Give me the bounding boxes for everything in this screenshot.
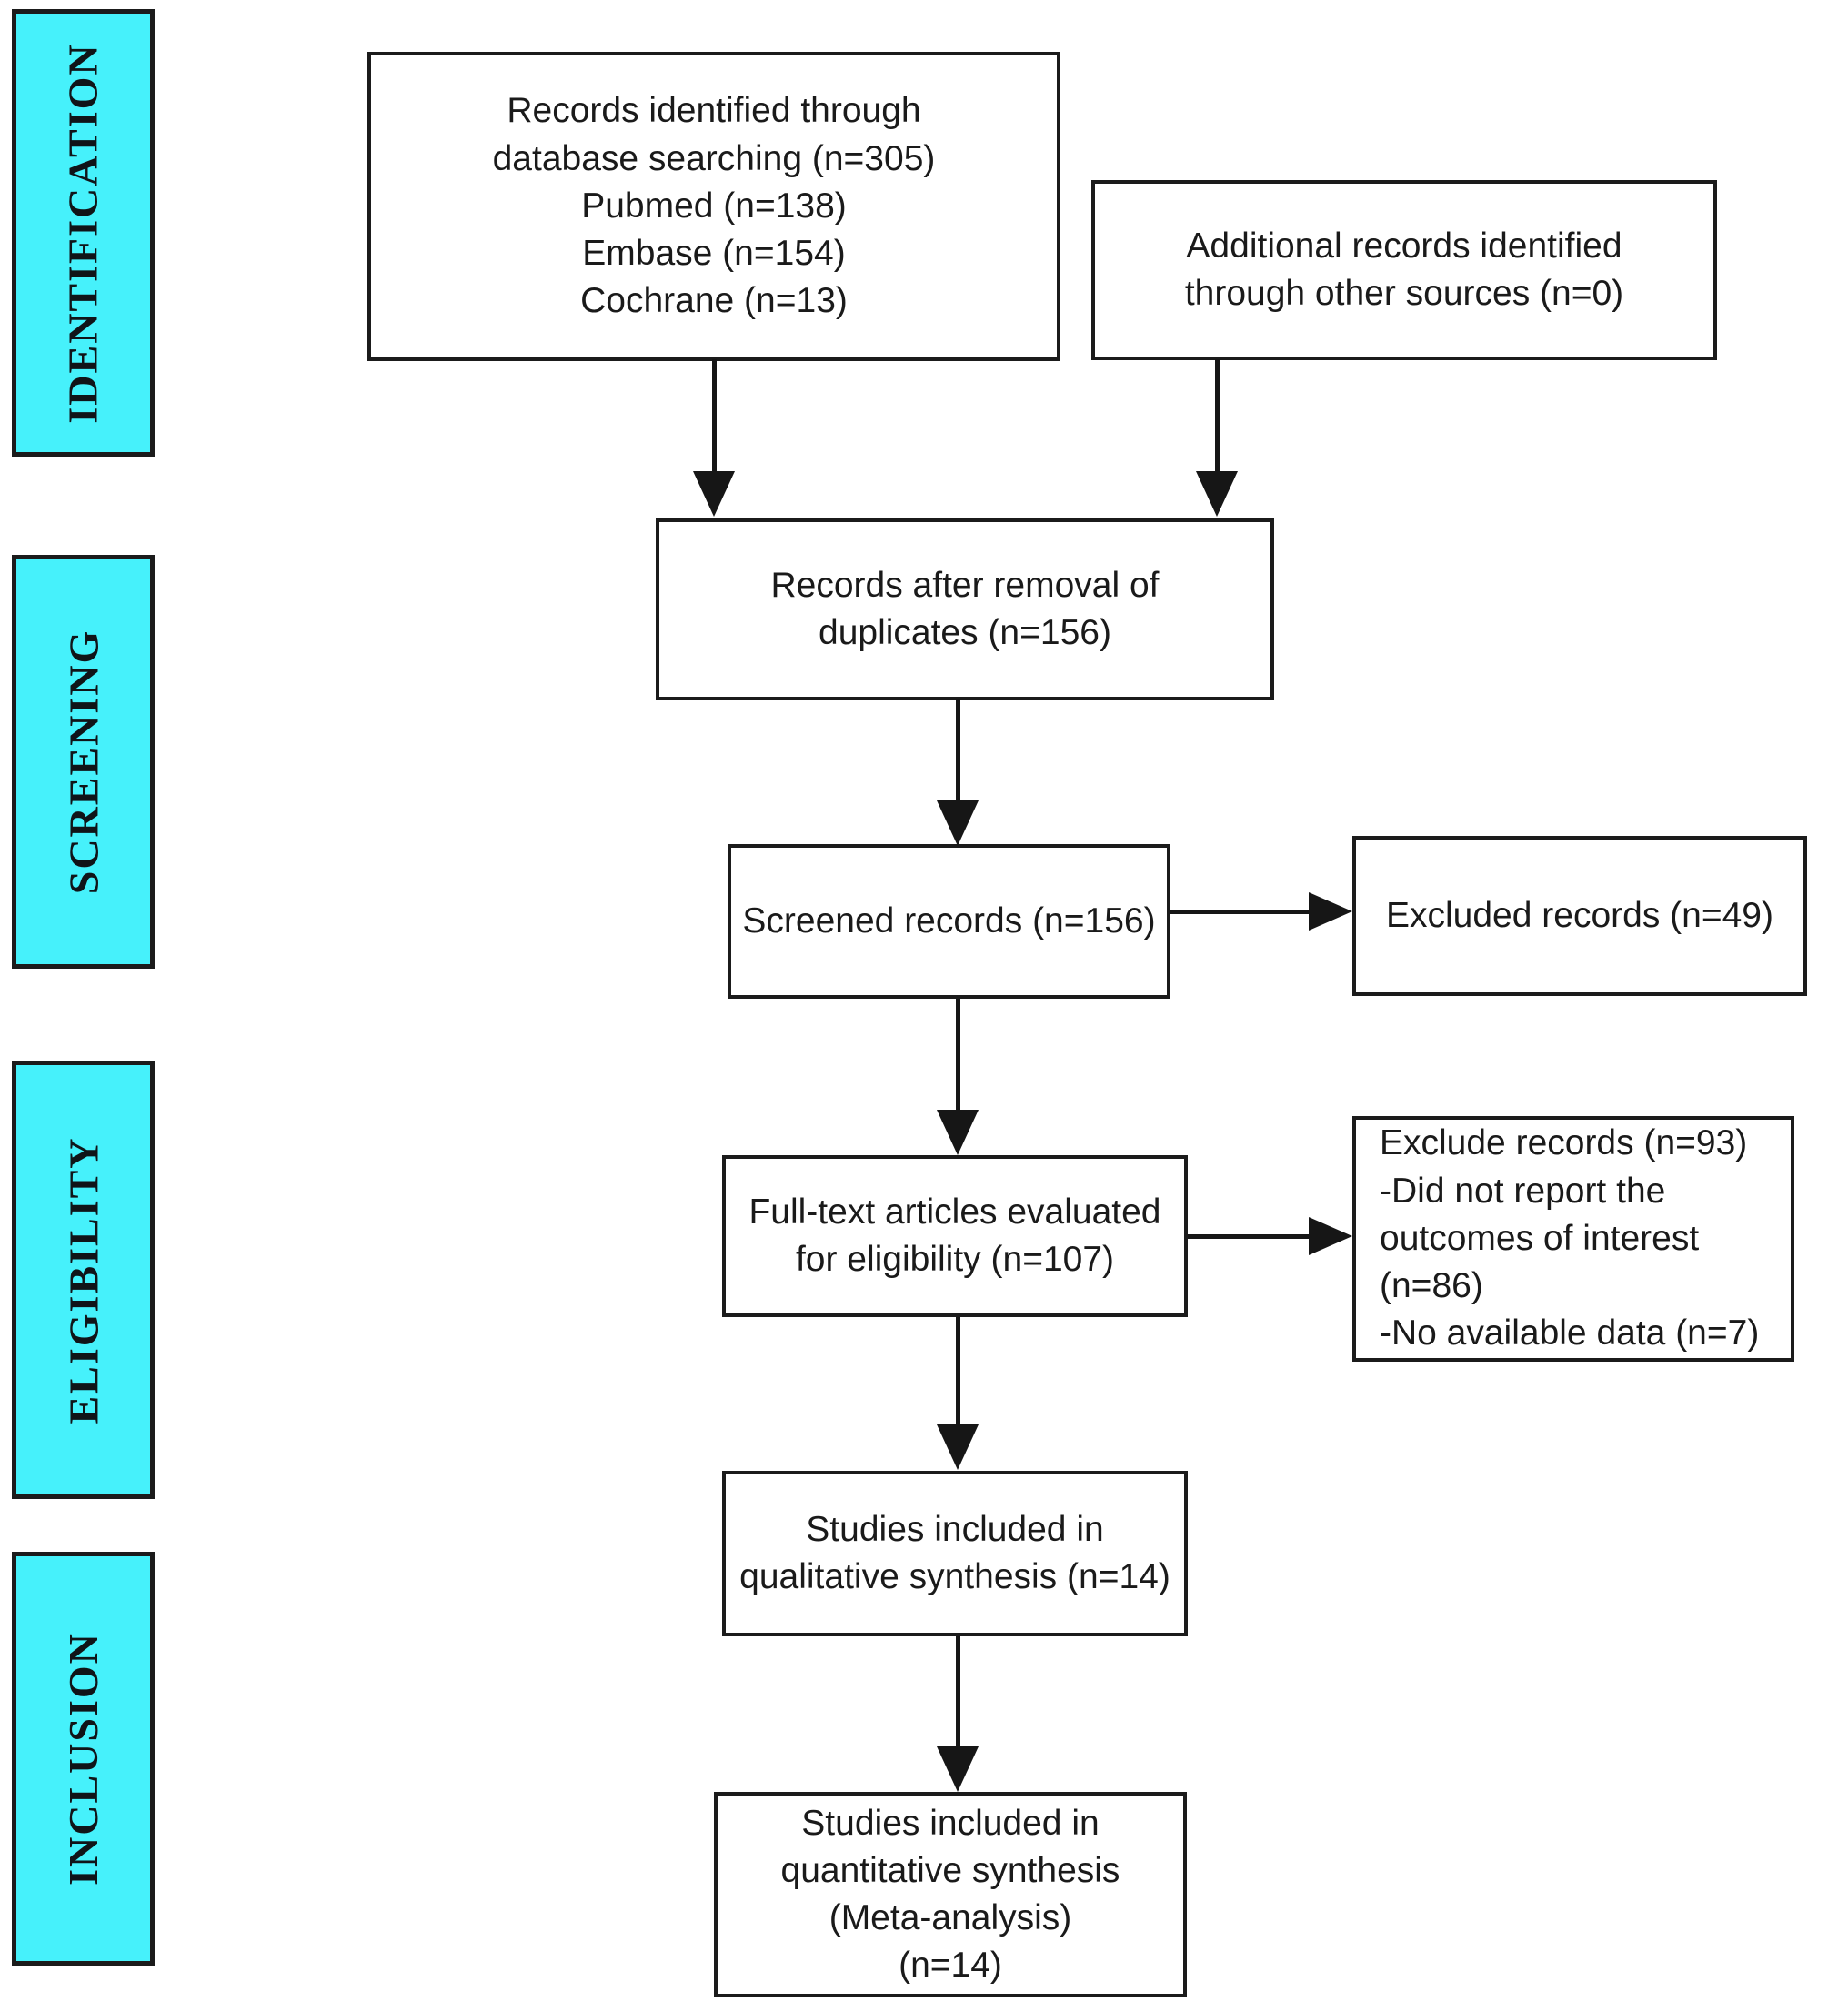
box-additional-records-text: Additional records identified through ot… xyxy=(1184,226,1624,313)
stage-screening-label: SCREENING xyxy=(60,629,107,895)
stage-inclusion: INCLUSION xyxy=(12,1552,155,1966)
arrow-additional-to-duplicates-line xyxy=(1215,359,1220,473)
stage-eligibility-label: ELIGIBILITY xyxy=(60,1135,107,1424)
box-excluded-records-text: Excluded records (n=49) xyxy=(1386,895,1773,935)
stage-screening: SCREENING xyxy=(12,555,155,969)
arrow-identified-to-duplicates-line xyxy=(712,359,717,473)
box-after-duplicates: Records after removal of duplicates (n=1… xyxy=(656,518,1274,700)
box-excluded-records: Excluded records (n=49) xyxy=(1352,836,1807,996)
box-additional-records: Additional records identified through ot… xyxy=(1091,180,1717,360)
box-screened-records: Screened records (n=156) xyxy=(728,844,1170,999)
arrow-duplicates-to-screened-head-icon xyxy=(937,800,979,846)
box-qualitative-synthesis-text: Studies included in qualitative synthesi… xyxy=(739,1509,1170,1596)
box-quantitative-synthesis: Studies included in quantitative synthes… xyxy=(714,1792,1187,1997)
stage-identification: IDENTIFICATION xyxy=(12,9,155,457)
arrow-identified-to-duplicates-head-icon xyxy=(693,471,735,517)
stage-identification-label: IDENTIFICATION xyxy=(60,42,106,424)
box-quantitative-synthesis-text: Studies included in quantitative synthes… xyxy=(780,1803,1120,1986)
arrow-screened-to-fulltext-head-icon xyxy=(937,1110,979,1155)
arrow-fulltext-to-excluded-line xyxy=(1188,1234,1310,1239)
arrow-fulltext-to-qualitative-line xyxy=(956,1317,960,1426)
arrow-qualitative-to-quantitative-head-icon xyxy=(937,1746,979,1792)
box-fulltext-evaluated-text: Full-text articles evaluated for eligibi… xyxy=(748,1192,1161,1279)
arrow-screened-to-excluded-head-icon xyxy=(1309,892,1352,931)
arrow-qualitative-to-quantitative-line xyxy=(956,1636,960,1748)
stage-inclusion-label: INCLUSION xyxy=(60,1632,107,1886)
box-records-identified-text: Records identified through database sear… xyxy=(492,91,936,321)
box-fulltext-evaluated: Full-text articles evaluated for eligibi… xyxy=(722,1155,1188,1317)
box-screened-records-text: Screened records (n=156) xyxy=(742,900,1156,941)
box-qualitative-synthesis: Studies included in qualitative synthesi… xyxy=(722,1471,1188,1636)
stage-eligibility: ELIGIBILITY xyxy=(12,1061,155,1499)
box-excluded-fulltext-text: Exclude records (n=93) -Did not report t… xyxy=(1380,1123,1760,1353)
arrow-fulltext-to-qualitative-head-icon xyxy=(937,1424,979,1470)
arrow-fulltext-to-excluded-head-icon xyxy=(1309,1217,1352,1255)
box-excluded-fulltext: Exclude records (n=93) -Did not report t… xyxy=(1352,1116,1794,1362)
arrow-screened-to-excluded-line xyxy=(1170,910,1310,914)
arrow-screened-to-fulltext-line xyxy=(956,999,960,1112)
box-records-identified: Records identified through database sear… xyxy=(367,52,1060,361)
arrow-duplicates-to-screened-line xyxy=(956,699,960,802)
arrow-additional-to-duplicates-head-icon xyxy=(1196,471,1238,517)
box-after-duplicates-text: Records after removal of duplicates (n=1… xyxy=(770,565,1160,652)
